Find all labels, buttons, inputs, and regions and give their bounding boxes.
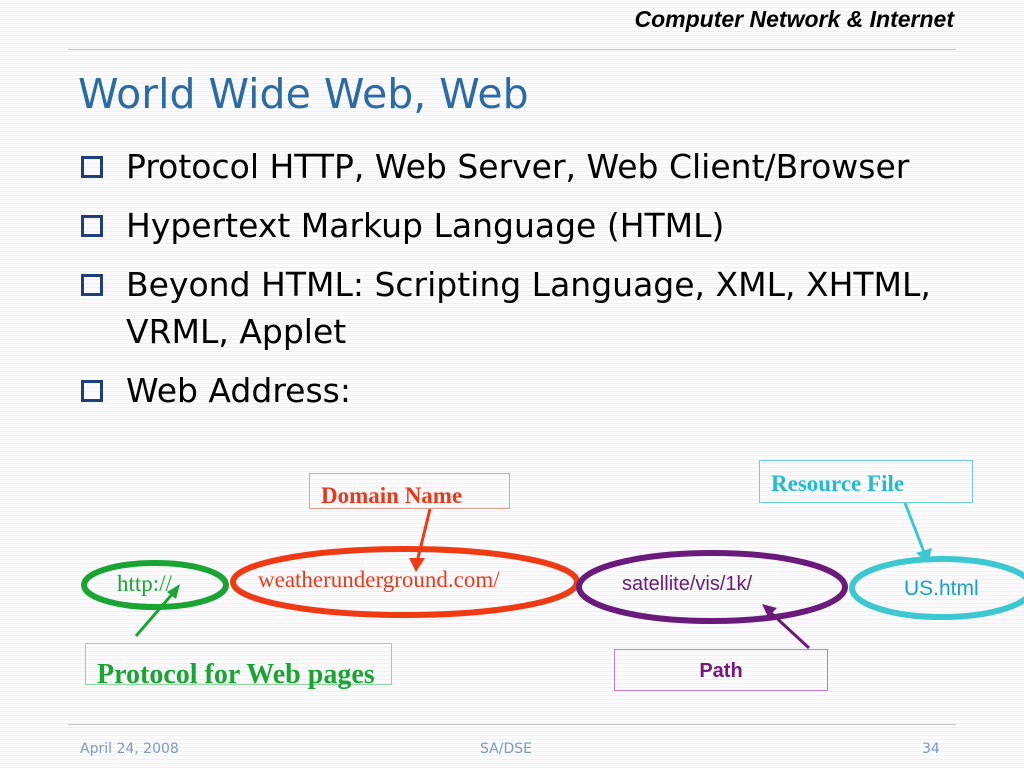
- url-file-segment: US.html: [904, 577, 979, 600]
- slide-title: World Wide Web, Web: [78, 70, 529, 118]
- bullet-item: Protocol HTTP, Web Server, Web Client/Br…: [78, 143, 978, 190]
- footer-date: April 24, 2008: [80, 741, 179, 757]
- bullet-list: Protocol HTTP, Web Server, Web Client/Br…: [78, 143, 978, 426]
- path-ellipse: [576, 550, 848, 624]
- bullet-text: Web Address:: [126, 371, 351, 410]
- protocol-pointer-arrowhead: [167, 584, 180, 599]
- square-bullet-icon: [81, 274, 103, 296]
- slide-number: 34: [922, 741, 940, 757]
- file-pointer-arrowhead: [916, 548, 932, 563]
- protocol-pointer-arrow: [134, 591, 176, 637]
- url-domain-segment: weatherunderground.com/: [258, 567, 500, 592]
- square-bullet-icon: [81, 215, 103, 237]
- bullet-text: Protocol HTTP, Web Server, Web Client/Br…: [126, 147, 910, 186]
- domain-ellipse: [230, 546, 580, 618]
- domain-pointer-arrowhead: [409, 558, 425, 572]
- resource-file-label: Resource File: [759, 460, 973, 503]
- protocol-label: Protocol for Web pages: [85, 643, 392, 690]
- bullet-item: Hypertext Markup Language (HTML): [78, 202, 978, 249]
- bullet-text: Beyond HTML: Scripting Language, XML, XH…: [126, 265, 931, 351]
- header-title: Computer Network & Internet: [634, 6, 954, 32]
- path-pointer-arrowhead: [762, 604, 777, 617]
- footer-divider: [68, 724, 956, 725]
- url-path-segment: satellite/vis/1k/: [622, 573, 753, 595]
- path-pointer-arrow: [768, 610, 811, 650]
- header-divider: [68, 49, 956, 50]
- square-bullet-icon: [81, 156, 103, 178]
- domain-pointer-arrow: [415, 508, 432, 563]
- bullet-item: Web Address:: [78, 367, 978, 414]
- bullet-text: Hypertext Markup Language (HTML): [126, 206, 725, 245]
- footer-organization: SA/DSE: [480, 741, 532, 757]
- domain-name-label: Domain Name: [309, 473, 510, 509]
- bullet-item: Beyond HTML: Scripting Language, XML, XH…: [78, 261, 978, 355]
- protocol-ellipse: [81, 560, 229, 610]
- url-protocol-segment: http://: [117, 571, 172, 596]
- file-ellipse: [849, 556, 1024, 620]
- file-pointer-arrow: [903, 502, 926, 553]
- square-bullet-icon: [81, 380, 103, 402]
- path-label: Path: [614, 649, 828, 691]
